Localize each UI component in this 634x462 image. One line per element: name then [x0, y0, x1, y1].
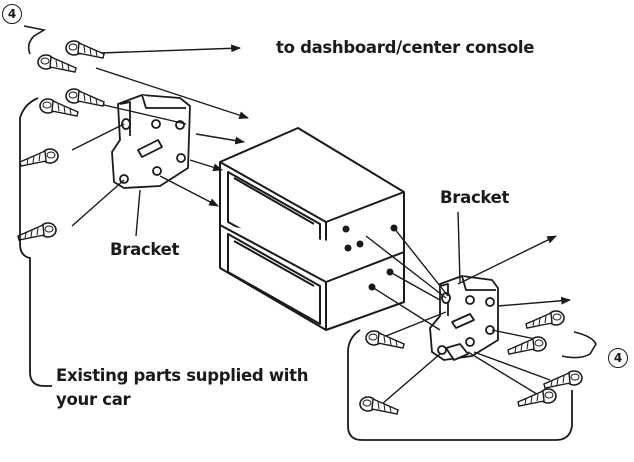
- existing-parts-brace-bottom: [347, 329, 573, 441]
- right-callout-number: 4: [608, 348, 628, 368]
- right-bracket: [429, 275, 499, 361]
- existing-parts-brace-left: [19, 97, 52, 387]
- bracket-left-leader: [135, 189, 141, 237]
- bracket-right-label: Bracket: [440, 188, 510, 207]
- existing-parts-label-line1: Existing parts supplied with: [56, 366, 309, 385]
- destination-label: to dashboard/center console: [276, 38, 535, 57]
- bracket-left-label: Bracket: [110, 240, 180, 259]
- top-callout-brace: [23, 25, 47, 55]
- bracket-right-leader: [457, 211, 461, 283]
- left-bracket: [111, 94, 191, 189]
- right-callout-brace: [561, 331, 597, 359]
- left-assembly-arrows: [71, 44, 249, 227]
- top-callout-number: 4: [2, 4, 22, 24]
- right-assembly-arrows: [365, 227, 571, 405]
- existing-parts-label-line2: your car: [56, 390, 131, 409]
- head-unit-box: [219, 127, 405, 331]
